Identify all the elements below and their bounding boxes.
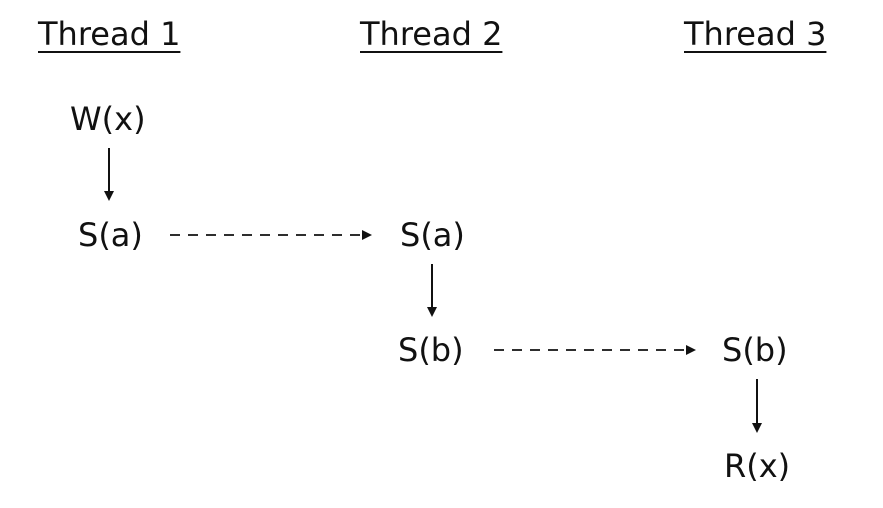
node-t2-sync-b: S(b) [398,331,464,369]
thread-2-title: Thread 2 [360,15,503,53]
node-t3-sync-b: S(b) [722,331,788,369]
node-t1-write: W(x) [70,100,146,138]
thread-3-title: Thread 3 [684,15,827,53]
thread-1-title: Thread 1 [38,15,181,53]
node-t2-sync-a: S(a) [400,216,465,254]
node-t1-sync-a: S(a) [78,216,143,254]
node-t3-read: R(x) [724,447,791,485]
